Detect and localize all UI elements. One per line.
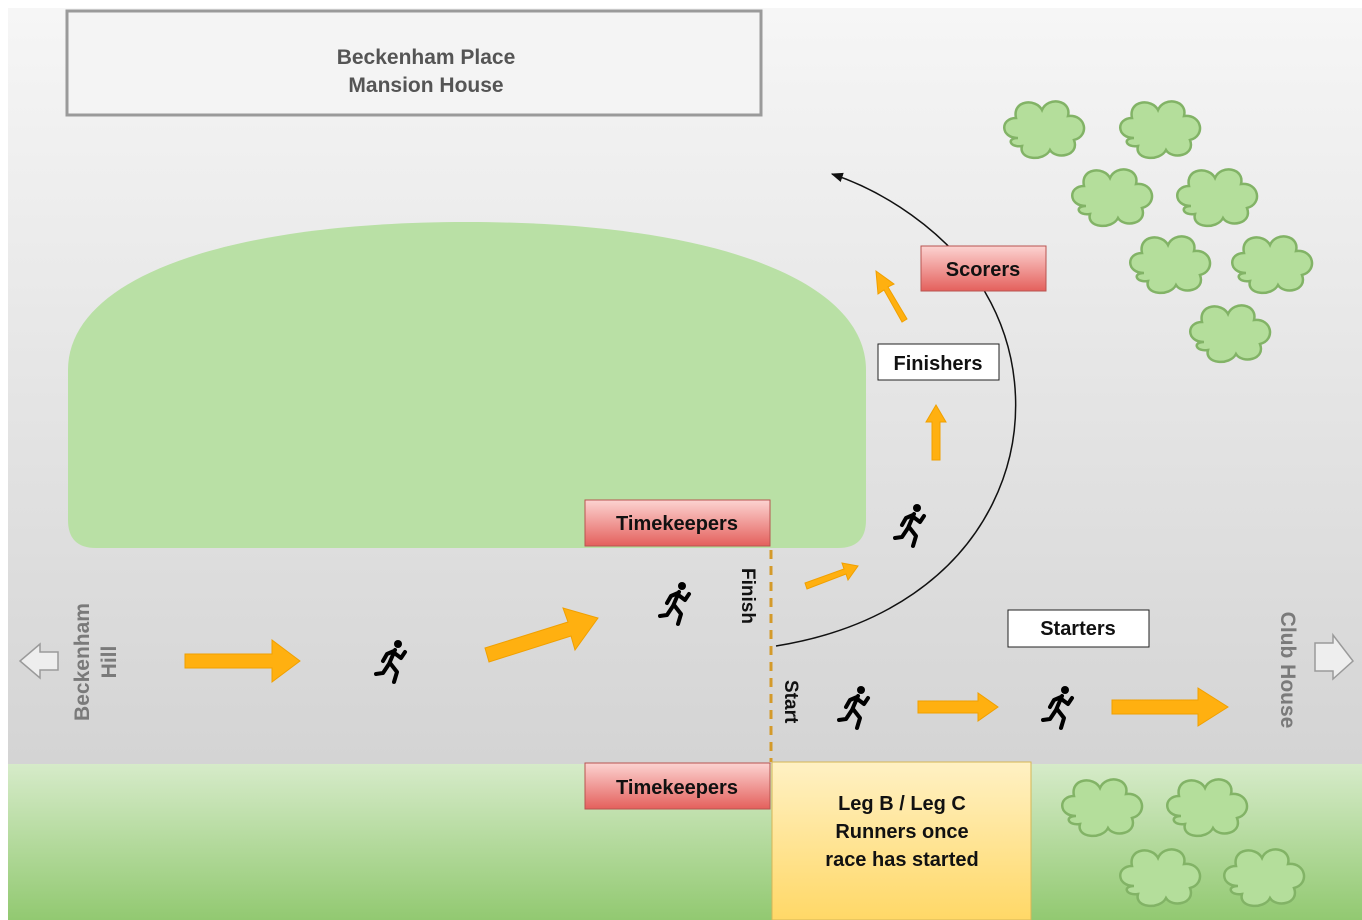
waiting-line3: race has started	[825, 849, 978, 871]
direction-arrow-icon	[925, 404, 947, 461]
club-house-label: Club House	[1276, 612, 1299, 729]
scorers-box: Scorers	[920, 245, 1047, 292]
mansion-line1: Beckenham Place	[337, 46, 516, 69]
mansion-house-box: Beckenham Place Mansion House	[65, 9, 763, 117]
right-exit-arrow-icon	[1314, 632, 1355, 681]
beckenham-hill-label-line1: Beckenham	[71, 603, 94, 721]
timekeepers-bottom-box: Timekeepers	[584, 762, 771, 810]
route-curve-arrow	[775, 172, 1017, 647]
direction-arrow-icon	[875, 269, 908, 323]
starters-box: Starters	[1007, 609, 1150, 648]
timekeepers-bottom-label: Timekeepers	[616, 777, 738, 799]
timekeepers-top-box: Timekeepers	[584, 499, 771, 547]
direction-arrow-icon	[184, 639, 301, 683]
waiting-area-box: Leg B / Leg C Runners once race has star…	[771, 761, 1032, 920]
waiting-line2: Runners once	[835, 821, 968, 843]
mansion-line2: Mansion House	[348, 74, 503, 97]
left-exit-arrow-icon	[18, 642, 59, 680]
finishers-box: Finishers	[877, 343, 1000, 381]
finish-label: Finish	[737, 568, 758, 624]
finishers-label: Finishers	[894, 353, 983, 375]
scorers-label: Scorers	[946, 259, 1021, 281]
timekeepers-top-label: Timekeepers	[616, 513, 738, 535]
field-area	[68, 222, 866, 548]
direction-arrow-icon	[917, 692, 999, 722]
direction-arrow-icon	[1111, 687, 1229, 727]
starters-label: Starters	[1040, 618, 1116, 640]
waiting-line1: Leg B / Leg C	[838, 793, 966, 815]
direction-arrow-icon	[804, 562, 859, 590]
direction-arrow-icon	[484, 607, 599, 663]
start-label: Start	[780, 680, 801, 724]
beckenham-hill-label-line2: Hill	[98, 646, 121, 679]
